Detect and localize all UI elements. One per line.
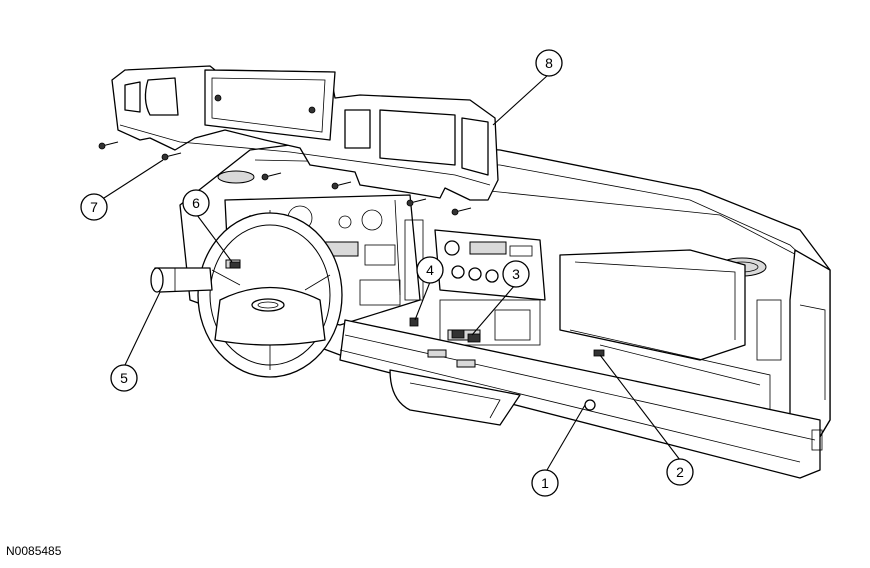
screws	[98, 141, 472, 216]
callout-6: 6	[182, 189, 210, 217]
callout-3: 3	[502, 260, 530, 288]
callout-6-label: 6	[192, 195, 200, 211]
callout-5-label: 5	[120, 370, 128, 386]
callout-2-label: 2	[676, 464, 684, 480]
callout-1-label: 1	[541, 475, 549, 491]
callout-8: 8	[535, 49, 563, 77]
steering-wheel	[197, 212, 343, 378]
callout-7-label: 7	[90, 199, 98, 215]
callout-1: 1	[531, 469, 559, 497]
callout-7: 7	[80, 193, 108, 221]
lower-trim-panel	[339, 319, 821, 479]
finish-panel	[111, 65, 499, 201]
callout-4-label: 4	[426, 262, 434, 278]
callout-3-label: 3	[512, 266, 520, 282]
connector-details	[229, 261, 823, 451]
callout-2: 2	[666, 458, 694, 486]
steering-column-cover	[150, 267, 213, 293]
callout-4: 4	[416, 256, 444, 284]
callout-8-label: 8	[545, 55, 553, 71]
figure-id: N0085485	[6, 544, 62, 558]
callout-5: 5	[110, 364, 138, 392]
leader-lines	[103, 74, 681, 471]
